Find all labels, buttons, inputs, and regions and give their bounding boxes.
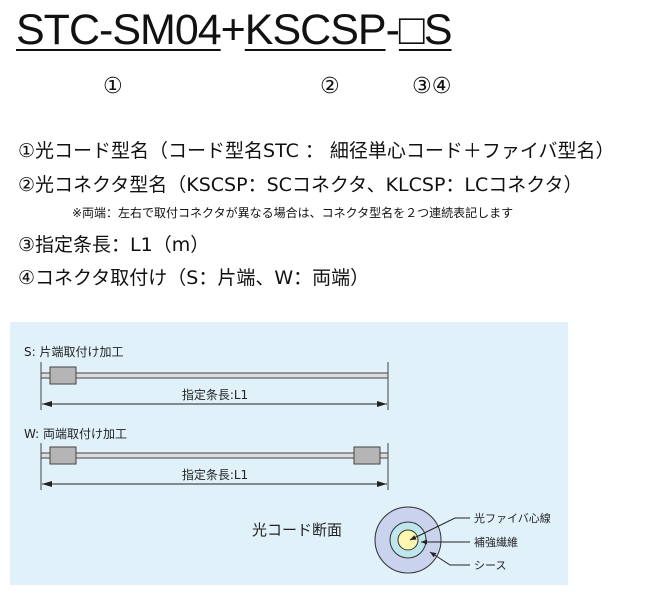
- fiber-core: [397, 529, 419, 551]
- note-both-ends: ※両端：左右で取付コネクタが異なる場合は、コネクタ型名を２つ連続表記します: [72, 206, 514, 220]
- cable-double: [40, 452, 389, 459]
- marker-2: ②: [320, 74, 340, 99]
- double-end-label: W: 両端取付け加工: [24, 427, 127, 441]
- part-label: 補強繊維: [474, 536, 518, 549]
- length-label: 指定条長:L1: [182, 467, 248, 482]
- desc-connector-model: ②光コネクタ型名（KSCSP：SCコネクタ、KLCSP：LCコネクタ）: [18, 174, 583, 196]
- connector-icon: [353, 446, 381, 465]
- connector-model: KSCSP: [244, 6, 387, 54]
- length-mount-code: □S: [398, 6, 453, 54]
- desc-cord-model: ①光コード型名（コード型名STC ： 細径単心コード＋ファイバ型名）: [18, 140, 615, 162]
- length-label: 指定条長:L1: [182, 387, 248, 402]
- single-end-label: S: 片端取付け加工: [24, 345, 123, 359]
- part-label: シース: [474, 559, 506, 572]
- dash: -: [385, 6, 400, 54]
- connector-icon: [49, 446, 77, 465]
- section-title: 光コード断面: [252, 521, 342, 539]
- marker-3-4: ③④: [412, 74, 452, 99]
- desc-length: ③指定条長：L1（m）: [18, 234, 210, 256]
- part-label: 光ファイバ心線: [474, 511, 551, 525]
- desc-mount: ④コネクタ取付け（S：片端、W：両端）: [18, 267, 370, 289]
- cable-single: [40, 372, 389, 379]
- plus-sign: +: [220, 6, 246, 54]
- cord-model: STC-SM04: [16, 6, 222, 54]
- marker-1: ①: [103, 74, 123, 99]
- model-code: STC-SM04+KSCSP-□S: [16, 6, 453, 55]
- connector-icon: [49, 366, 77, 385]
